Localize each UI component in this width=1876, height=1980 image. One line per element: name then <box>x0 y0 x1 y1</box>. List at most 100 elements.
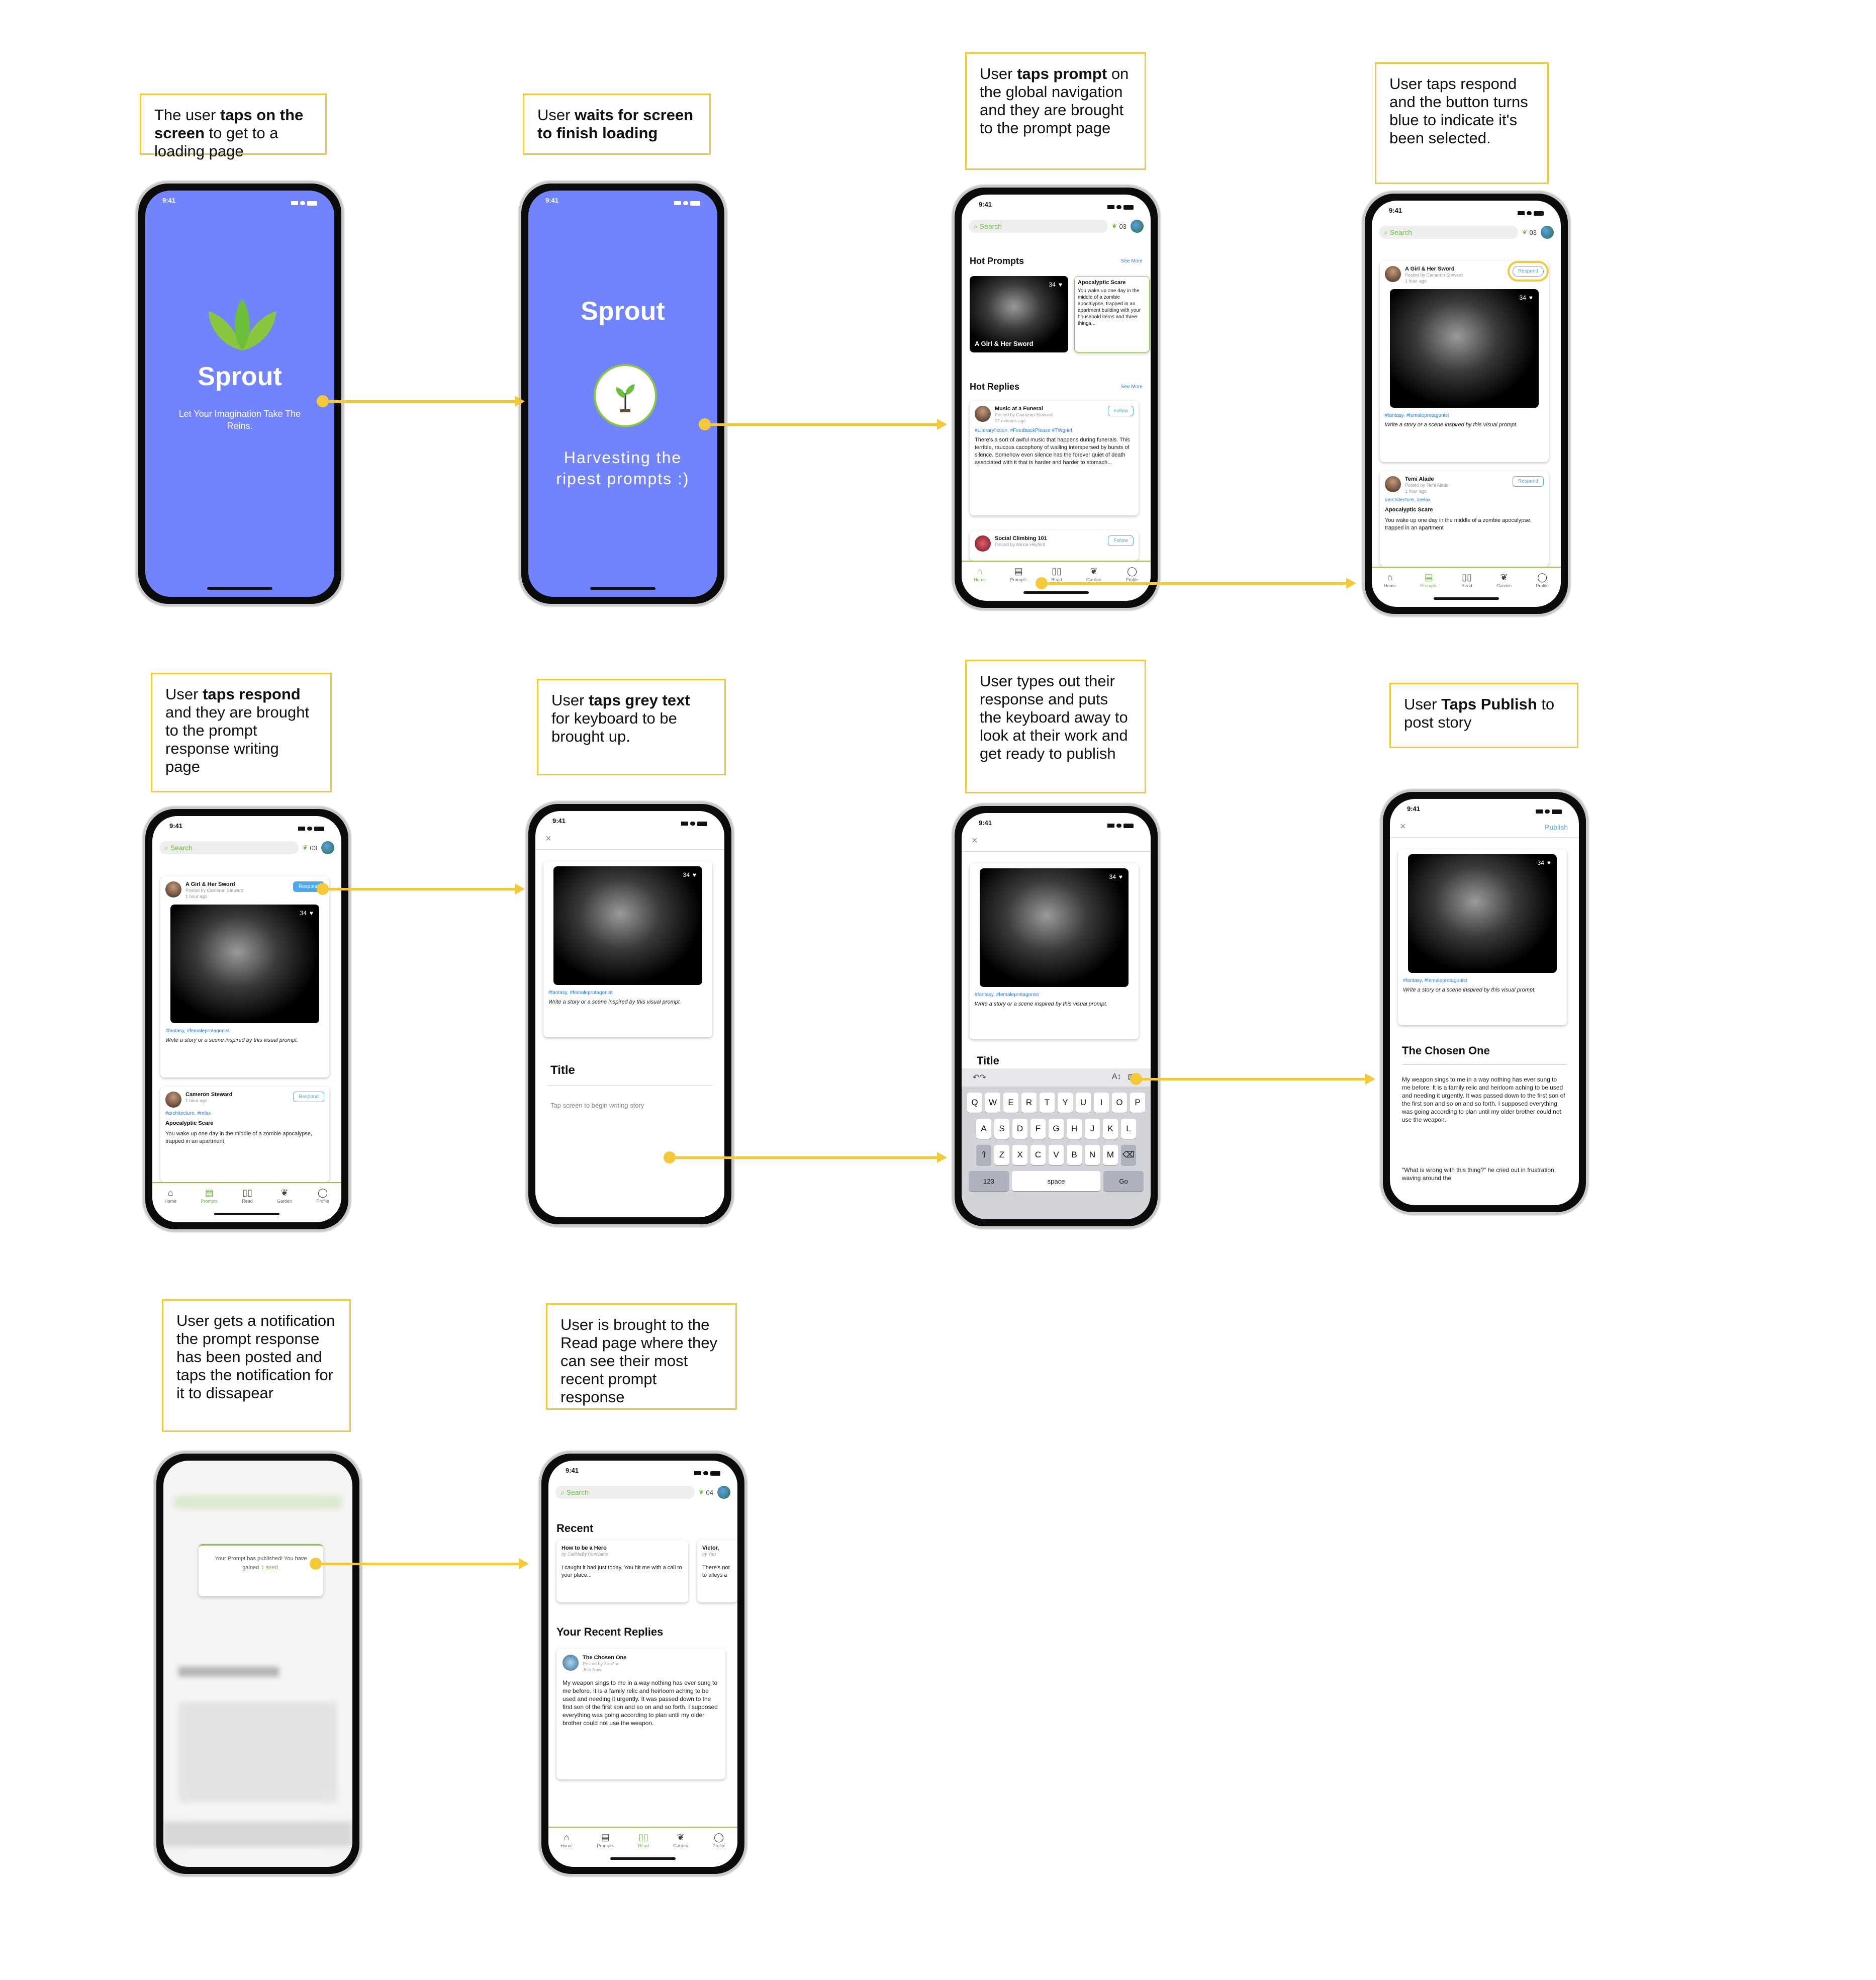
tab-garden[interactable]: ❦Garden <box>1496 572 1512 588</box>
space-key[interactable]: space <box>1012 1171 1100 1191</box>
backspace-key[interactable]: ⌫ <box>1121 1145 1136 1165</box>
key[interactable]: O <box>1112 1093 1127 1113</box>
tab-prompts[interactable]: ▤Prompts <box>1420 572 1437 588</box>
key[interactable]: F <box>1030 1119 1046 1139</box>
numbers-key[interactable]: 123 <box>969 1171 1009 1191</box>
key[interactable]: E <box>1003 1093 1018 1113</box>
key[interactable]: Z <box>994 1145 1009 1165</box>
see-more-link[interactable]: See More <box>1120 384 1143 390</box>
key[interactable]: H <box>1067 1119 1082 1139</box>
story-body[interactable]: My weapon sings to me in a way nothing h… <box>1402 1076 1565 1123</box>
tab-prompts[interactable]: ▤Prompts <box>201 1187 218 1204</box>
shift-key[interactable]: ⇧ <box>976 1145 991 1165</box>
heart-icon[interactable]: ♥ <box>1547 859 1551 866</box>
tab-profile[interactable]: ◯Profile <box>1125 566 1139 582</box>
tab-home[interactable]: ⌂Home <box>1384 572 1396 588</box>
follow-button[interactable]: Follow <box>1108 535 1134 546</box>
search-input[interactable]: ⌕ Search <box>969 220 1108 233</box>
heart-icon[interactable]: ♥ <box>309 910 313 917</box>
publish-button[interactable]: Publish <box>1545 823 1568 831</box>
prompt-card-image[interactable]: 34♥ A Girl & Her Sword <box>970 276 1068 352</box>
key[interactable]: G <box>1049 1119 1064 1139</box>
follow-button[interactable]: Follow <box>1108 406 1134 416</box>
text-format-icon[interactable]: A↕ <box>1111 1072 1121 1081</box>
key[interactable]: L <box>1121 1119 1136 1139</box>
tab-prompts[interactable]: ▤Prompts <box>597 1832 614 1848</box>
close-icon[interactable]: × <box>545 833 551 844</box>
key[interactable]: T <box>1040 1093 1055 1113</box>
search-input[interactable]: ⌕ Search <box>159 841 299 854</box>
avatar[interactable] <box>321 841 334 854</box>
splash-screen[interactable]: 9:41 Sprout Let Your Imagination Take Th… <box>145 191 334 597</box>
key[interactable]: R <box>1021 1093 1037 1113</box>
key[interactable]: Y <box>1058 1093 1073 1113</box>
notification-toast[interactable]: Your Prompt has published! You have gain… <box>199 1544 323 1596</box>
prompt-card-text[interactable]: Apocalyptic Scare You wake up one day in… <box>1074 276 1150 352</box>
tab-read[interactable]: ▯▯Read <box>242 1187 253 1204</box>
avatar[interactable] <box>717 1486 730 1499</box>
key[interactable]: M <box>1103 1145 1118 1165</box>
undo-icon[interactable]: ↶ <box>973 1073 980 1082</box>
key[interactable]: S <box>994 1119 1009 1139</box>
respond-button[interactable]: Respond <box>293 1092 324 1102</box>
tab-profile[interactable]: ◯Profile <box>712 1832 725 1848</box>
recent-card[interactable]: Victor, by Yan There's not to alleys a <box>697 1540 737 1602</box>
tab-garden[interactable]: ❦Garden <box>277 1187 293 1204</box>
tab-home[interactable]: ⌂Home <box>560 1832 573 1848</box>
key[interactable]: K <box>1103 1119 1118 1139</box>
close-icon[interactable]: × <box>972 835 978 846</box>
title-field[interactable]: Title <box>550 1063 575 1077</box>
key[interactable]: V <box>1049 1145 1064 1165</box>
tab-home[interactable]: ⌂Home <box>164 1187 177 1204</box>
key[interactable]: U <box>1076 1093 1091 1113</box>
title-field[interactable]: Title <box>977 1054 999 1067</box>
tab-home[interactable]: ⌂Home <box>974 566 986 582</box>
tab-read[interactable]: ▯▯Read <box>1461 572 1472 588</box>
avatar[interactable] <box>1541 226 1554 239</box>
search-input[interactable]: ⌕ Search <box>555 1486 695 1499</box>
respond-button-active[interactable]: Respond <box>293 881 324 892</box>
tab-garden[interactable]: ❦Garden <box>673 1832 689 1848</box>
tab-read[interactable]: ▯▯Read <box>1051 566 1062 582</box>
avatar[interactable] <box>1131 220 1144 233</box>
respond-button[interactable]: Respond <box>1507 261 1549 282</box>
key[interactable]: A <box>976 1119 991 1139</box>
respond-button[interactable]: Respond <box>1512 476 1544 487</box>
close-icon[interactable]: × <box>1400 821 1406 832</box>
heart-icon[interactable]: ♥ <box>1118 873 1122 880</box>
key[interactable]: N <box>1085 1145 1100 1165</box>
key[interactable]: D <box>1012 1119 1027 1139</box>
tab-garden[interactable]: ❦Garden <box>1086 566 1102 582</box>
writing-screen[interactable]: 9:41 × 34♥ #fantasy, #femaleprotagonist … <box>535 811 724 1217</box>
tab-prompts[interactable]: ▤Prompts <box>1010 566 1027 582</box>
key[interactable]: B <box>1067 1145 1082 1165</box>
tab-read[interactable]: ▯▯Read <box>638 1832 649 1848</box>
story-quote[interactable]: "What is wrong with this thing?" he crie… <box>1402 1166 1556 1182</box>
key[interactable]: Q <box>967 1093 982 1113</box>
story-placeholder[interactable]: Tap screen to begin writing story <box>550 1102 644 1109</box>
key[interactable]: I <box>1094 1093 1109 1113</box>
likes[interactable]: 34♥ <box>1049 281 1062 288</box>
tab-profile[interactable]: ◯Profile <box>316 1187 329 1204</box>
key[interactable]: J <box>1085 1119 1100 1139</box>
recent-card[interactable]: How to be a Hero by CallMeByYourName I c… <box>556 1540 688 1602</box>
tab-profile[interactable]: ◯Profile <box>1536 572 1549 588</box>
heart-icon[interactable]: ♥ <box>692 871 696 878</box>
search-input[interactable]: ⌕ Search <box>1379 226 1518 239</box>
key[interactable]: P <box>1130 1093 1145 1113</box>
story-title[interactable]: The Chosen One <box>1402 1044 1490 1057</box>
key[interactable]: C <box>1030 1145 1046 1165</box>
see-more-link[interactable]: See More <box>1120 258 1143 264</box>
go-key[interactable]: Go <box>1103 1171 1144 1191</box>
heart-icon[interactable]: ♥ <box>1529 294 1533 301</box>
redo-icon[interactable]: ↷ <box>979 1073 986 1082</box>
key[interactable]: W <box>985 1093 1000 1113</box>
key[interactable]: X <box>1012 1145 1027 1165</box>
